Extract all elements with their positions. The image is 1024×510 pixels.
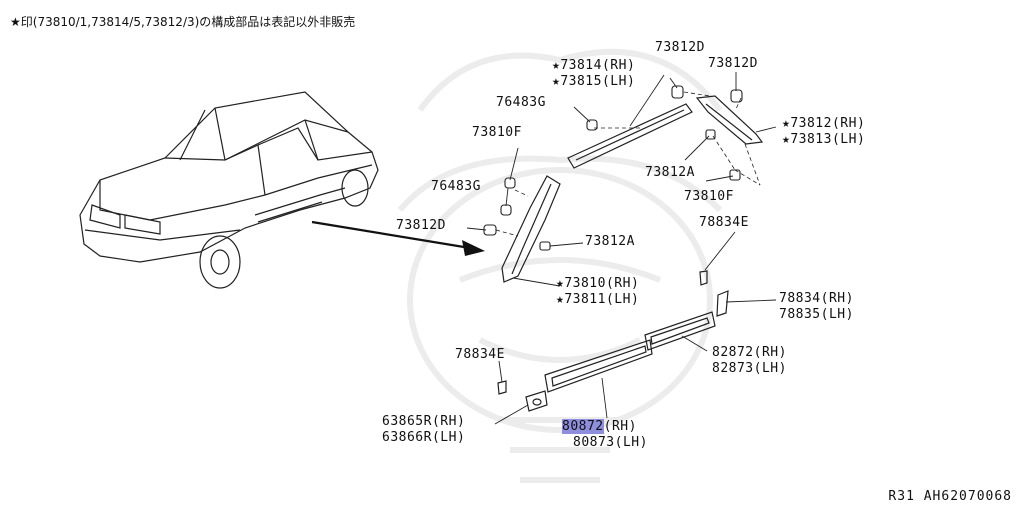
phantom-lines	[495, 91, 761, 237]
part-label: 63866R(LH)	[382, 430, 466, 445]
part-label: ★73812(RH)	[782, 116, 866, 131]
diagram-reference-code: R31 AH62070068	[888, 489, 1012, 504]
part-label: 73812A	[585, 234, 635, 249]
part-label: 76483G	[496, 95, 546, 110]
clip-parts	[483, 85, 743, 251]
roof-moulding-part	[567, 103, 693, 169]
pointer-arrow	[311, 220, 485, 256]
header-note: ★印(73810/1,73814/5,73812/3)の構成部品は表記以外非販売	[10, 15, 356, 29]
pillar-garnish-part	[501, 175, 561, 283]
part-label: 73810F	[684, 189, 734, 204]
part-label: ★73811(LH)	[556, 292, 640, 307]
part-label: 73812A	[645, 165, 695, 180]
part-label: 78835(LH)	[779, 307, 854, 322]
part-label: 73812D	[655, 40, 705, 55]
part-label: ★73815(LH)	[552, 74, 636, 89]
part-label: 78834E	[699, 215, 749, 230]
part-label: 78834(RH)	[779, 291, 854, 306]
part-label: ★73814(RH)	[552, 58, 636, 73]
part-label: 73810F	[472, 125, 522, 140]
side-moulding-parts	[497, 270, 729, 412]
part-label: 76483G	[431, 179, 481, 194]
part-label: 82873(LH)	[712, 361, 787, 376]
part-label: 73812D	[708, 56, 758, 71]
part-label: 80873(LH)	[573, 435, 648, 450]
part-label: ★73813(LH)	[782, 132, 866, 147]
rear-moulding-part	[695, 95, 764, 145]
highlighted-part-number[interactable]: 80872	[562, 419, 604, 434]
part-label: 63865R(RH)	[382, 414, 466, 429]
part-label: 73812D	[396, 218, 446, 233]
leader-lines	[466, 72, 777, 425]
part-label: 82872(RH)	[712, 345, 787, 360]
part-side-suffix: (RH)	[603, 419, 637, 434]
car-illustration	[79, 91, 379, 289]
watermark-emblem	[397, 48, 723, 483]
part-label: 78834E	[455, 347, 505, 362]
part-label-highlighted[interactable]: 80872(RH)	[562, 419, 637, 434]
part-label: ★73810(RH)	[556, 276, 640, 291]
